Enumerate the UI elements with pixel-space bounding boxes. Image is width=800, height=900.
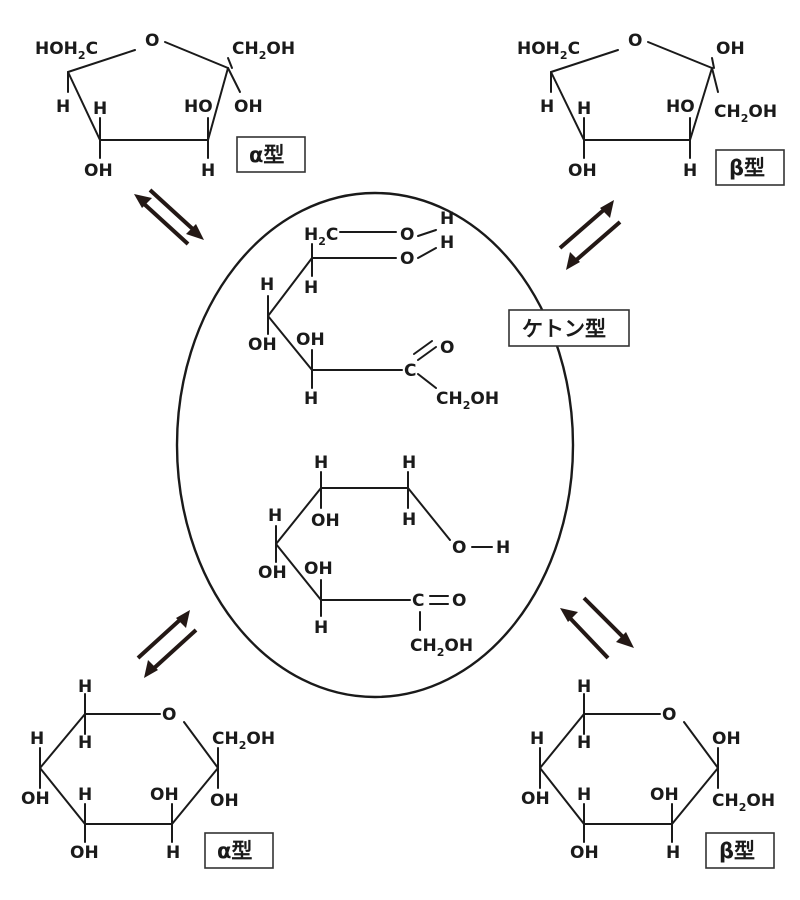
svg-text:OH: OH: [716, 39, 745, 59]
svg-text:H: H: [56, 97, 70, 117]
svg-text:O: O: [452, 591, 466, 611]
svg-text:H: H: [577, 733, 591, 753]
svg-text:OH: OH: [210, 791, 239, 811]
svg-text:H: H: [683, 161, 697, 181]
svg-text:H: H: [30, 729, 44, 749]
svg-text:H: H: [201, 161, 215, 181]
svg-text:O: O: [400, 225, 414, 245]
svg-text:HOH2C: HOH2C: [517, 39, 580, 62]
svg-text:H: H: [93, 99, 107, 119]
equilibrium-arrows-top-right: [558, 200, 622, 270]
svg-text:O: O: [628, 31, 642, 51]
svg-text:O: O: [452, 538, 466, 558]
beta-label-top: β型: [729, 156, 765, 180]
svg-text:OH: OH: [70, 843, 99, 863]
svg-text:O: O: [440, 338, 454, 358]
svg-text:H: H: [577, 785, 591, 805]
svg-text:CH2OH: CH2OH: [436, 389, 499, 412]
alpha-label-top: α型: [249, 143, 284, 167]
svg-text:O: O: [400, 249, 414, 269]
open-chain-lower: H OH H H O H H OH OH H C O CH2OH: [258, 453, 510, 659]
svg-text:H: H: [540, 97, 554, 117]
svg-text:CH2OH: CH2OH: [212, 729, 275, 752]
svg-text:OH: OH: [650, 785, 679, 805]
beta-label-bottom: β型: [719, 839, 755, 863]
svg-text:H: H: [78, 677, 92, 697]
alpha-furanose: O HOH2C CH2OH H H OH HO OH H α型: [35, 31, 306, 181]
ring-oxygen: O: [145, 31, 159, 51]
svg-text:H: H: [260, 275, 274, 295]
svg-text:H: H: [78, 733, 92, 753]
svg-text:H: H: [314, 453, 328, 473]
svg-text:H: H: [577, 99, 591, 119]
beta-label-box-top: [715, 149, 785, 186]
svg-text:H: H: [304, 389, 318, 409]
alpha-label-bottom: α型: [217, 839, 252, 863]
svg-text:O: O: [162, 705, 176, 725]
open-chain-upper: H2C O H O H H H OH OH H C O CH2OH: [248, 209, 499, 412]
open-chain-ellipse: [175, 191, 575, 699]
svg-text:OH: OH: [568, 161, 597, 181]
equilibrium-arrows-top-left: [134, 188, 204, 246]
beta-label-box-bottom: [705, 832, 775, 869]
svg-text:OH: OH: [296, 330, 325, 350]
svg-text:H: H: [402, 453, 416, 473]
svg-text:H: H: [166, 843, 180, 863]
beta-furanose: O HOH2C OH H H OH HO CH2OH H β型: [517, 31, 785, 186]
ketone-label-box: [508, 309, 630, 347]
svg-text:H: H: [666, 843, 680, 863]
svg-text:C: C: [412, 591, 424, 611]
svg-text:H2C: H2C: [304, 225, 338, 248]
svg-text:OH: OH: [712, 729, 741, 749]
alpha-label-box-bottom: [204, 832, 274, 869]
svg-text:OH: OH: [234, 97, 263, 117]
svg-text:OH: OH: [21, 789, 50, 809]
svg-text:OH: OH: [84, 161, 113, 181]
equilibrium-arrows-bottom-right: [560, 596, 634, 660]
svg-text:CH2OH: CH2OH: [410, 636, 473, 659]
svg-text:CH2OH: CH2OH: [712, 791, 775, 814]
svg-text:H: H: [496, 538, 510, 558]
svg-text:H: H: [577, 677, 591, 697]
svg-text:H: H: [304, 278, 318, 298]
beta-pyranose: O H H H OH H OH OH H OH CH2OH β型: [521, 677, 775, 869]
svg-text:C: C: [404, 361, 416, 381]
equilibrium-arrows-bottom-left: [136, 610, 198, 678]
svg-text:CH2OH: CH2OH: [714, 102, 777, 125]
svg-text:O: O: [662, 705, 676, 725]
svg-text:H: H: [440, 233, 454, 253]
svg-text:H: H: [314, 618, 328, 638]
ketone-label: ケトン型: [522, 317, 606, 341]
svg-text:OH: OH: [248, 335, 277, 355]
hoh2c-group: HOH2C: [35, 39, 98, 62]
svg-text:OH: OH: [258, 563, 287, 583]
alpha-pyranose: O H H H OH H OH OH H CH2OH OH α型: [21, 677, 275, 869]
svg-text:H: H: [530, 729, 544, 749]
svg-text:OH: OH: [521, 789, 550, 809]
alpha-label-box-top: [236, 136, 306, 173]
ch2oh-group: CH2OH: [232, 39, 295, 62]
svg-text:H: H: [78, 785, 92, 805]
svg-text:OH: OH: [150, 785, 179, 805]
svg-text:H: H: [440, 209, 454, 229]
svg-text:HO: HO: [666, 97, 695, 117]
svg-text:H: H: [402, 510, 416, 530]
svg-text:H: H: [268, 506, 282, 526]
svg-text:HO: HO: [184, 97, 213, 117]
svg-text:OH: OH: [311, 511, 340, 531]
svg-text:OH: OH: [304, 559, 333, 579]
svg-text:OH: OH: [570, 843, 599, 863]
